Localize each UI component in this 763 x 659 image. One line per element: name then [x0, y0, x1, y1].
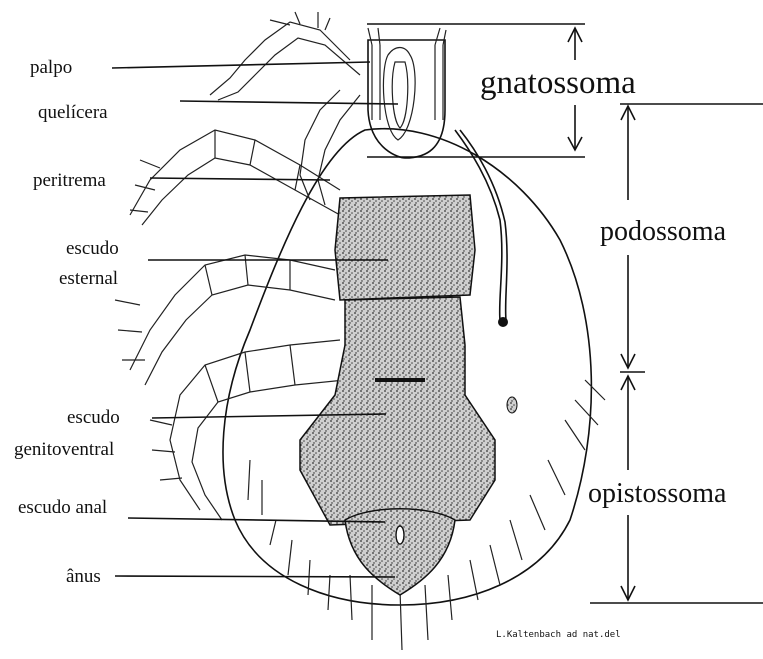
- gnathosoma-mouthparts: [368, 28, 446, 158]
- label-podossoma: podossoma: [600, 216, 727, 247]
- label-escudo-genitoventral-line1: escudo: [67, 407, 120, 428]
- sternal-shield: [335, 195, 475, 300]
- genitoventral-shield: [300, 297, 517, 525]
- label-anus: ânus: [66, 566, 101, 587]
- label-escudo-genitoventral-line2: genitoventral: [14, 439, 114, 460]
- artist-signature: L.Kaltenbach ad nat.del: [496, 630, 621, 640]
- label-escudo-esternal-line2: esternal: [59, 268, 118, 289]
- label-palpo: palpo: [30, 57, 72, 78]
- label-escudo-esternal-line1: escudo: [66, 238, 119, 259]
- label-gnatossoma: gnatossoma: [480, 65, 636, 101]
- label-peritrema: peritrema: [33, 170, 106, 191]
- label-quelicera: quelícera: [38, 102, 108, 123]
- label-opistossoma: opistossoma: [588, 478, 727, 509]
- label-escudo-anal: escudo anal: [18, 497, 107, 518]
